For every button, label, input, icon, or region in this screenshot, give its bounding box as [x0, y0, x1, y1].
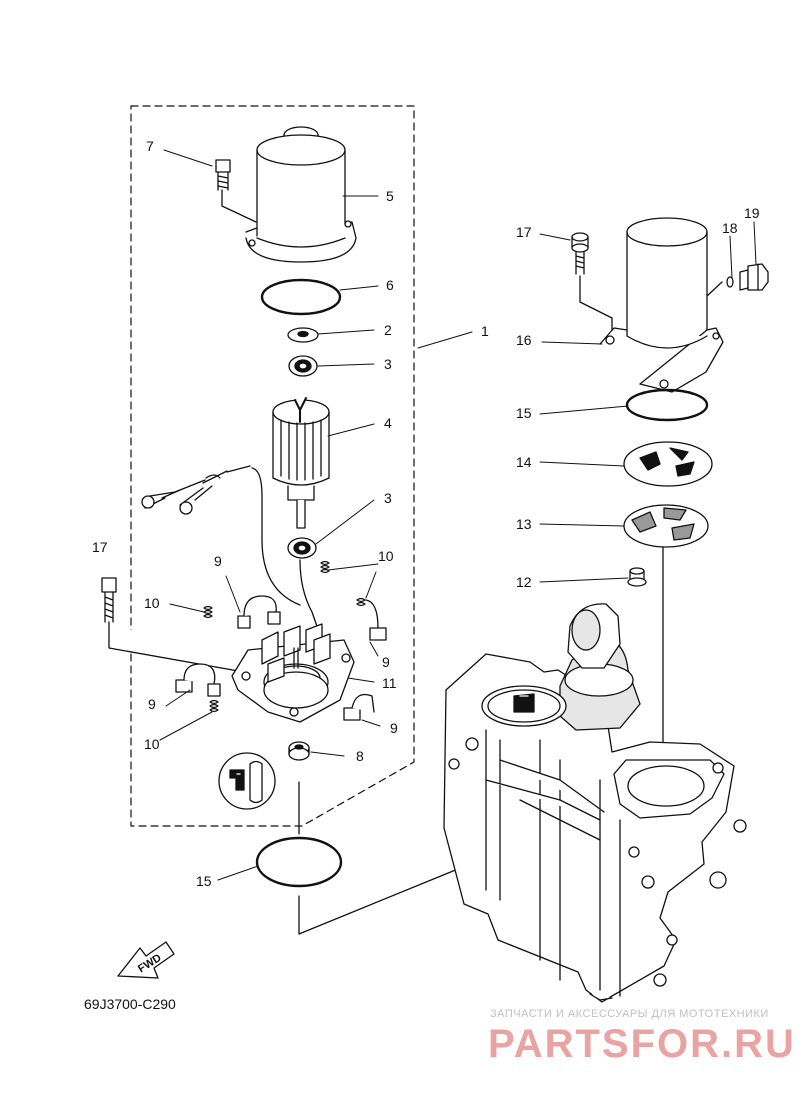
drawing-code: 69J3700-C290: [84, 996, 176, 1012]
spring-part-10: [203, 560, 366, 713]
label-part-7: 7: [146, 138, 154, 154]
filter-plate-part-14: [623, 441, 713, 487]
label-part-15-right: 15: [516, 405, 532, 421]
brush-part-9: [175, 595, 387, 721]
label-part-3-bottom: 3: [384, 490, 392, 506]
bearing-part-3-bottom: [287, 537, 317, 559]
fwd-arrow-icon: [117, 941, 175, 979]
leader-lines: [159, 149, 757, 881]
callout-labels: 7 5 6 2 1 3 4 3 17 9 10 10 9 11 9 9 10 8…: [92, 138, 760, 975]
label-part-17-right: 17: [516, 224, 532, 240]
assembly-boundary: [130, 105, 415, 827]
label-part-10-c: 10: [144, 736, 160, 752]
valve-part-12: [627, 567, 647, 587]
label-part-14: 14: [516, 454, 532, 470]
o-ring-part-15-left: [255, 836, 343, 888]
label-part-13: 13: [516, 516, 532, 532]
label-part-5: 5: [386, 188, 394, 204]
label-part-17-left: 17: [92, 539, 108, 555]
label-part-19: 19: [744, 205, 760, 221]
label-part-6: 6: [386, 277, 394, 293]
label-part-9-d: 9: [390, 720, 398, 736]
reservoir-part-16: [599, 217, 724, 393]
label-part-15-left: 15: [196, 873, 212, 889]
label-part-16: 16: [516, 332, 532, 348]
o-ring-part-15-right: [625, 388, 709, 422]
watermark-brand: PARTSFOR.RU: [488, 1022, 796, 1066]
screw-part-7: [215, 159, 257, 223]
plug-part-19: [739, 263, 769, 291]
label-part-4: 4: [384, 415, 392, 431]
label-part-2: 2: [384, 322, 392, 338]
label-part-18: 18: [722, 220, 738, 236]
bearing-part-8: [288, 741, 310, 761]
washer-part-2: [287, 327, 319, 343]
brush-holder-part-11: [231, 623, 355, 723]
pump-housing: [443, 603, 747, 1003]
label-part-3-top: 3: [384, 356, 392, 372]
screw-part-17-right: [571, 232, 613, 336]
label-part-10-a: 10: [378, 548, 394, 564]
bearing-detail-callout: [218, 752, 276, 810]
armature-part-4: [272, 397, 330, 529]
o-ring-part-6: [260, 278, 342, 316]
label-part-9-a: 9: [214, 553, 222, 569]
label-part-9-b: 9: [382, 654, 390, 670]
label-part-10-b: 10: [144, 595, 160, 611]
lead-wires: [141, 465, 321, 636]
motor-yoke-part-5: [245, 126, 357, 263]
screw-part-17-left: [101, 577, 245, 673]
watermark-tagline: ЗАПЧАСТИ И АКСЕССУАРЫ ДЛЯ МОТОТЕХНИКИ: [490, 1008, 769, 1020]
washer-part-18: [726, 276, 734, 288]
label-part-11: 11: [382, 675, 397, 691]
label-part-1: 1: [481, 323, 489, 339]
label-part-12: 12: [516, 574, 532, 590]
label-part-8: 8: [356, 748, 364, 764]
filter-part-13: [623, 504, 709, 548]
bearing-part-3-top: [288, 355, 318, 377]
label-part-9-c: 9: [148, 696, 156, 712]
